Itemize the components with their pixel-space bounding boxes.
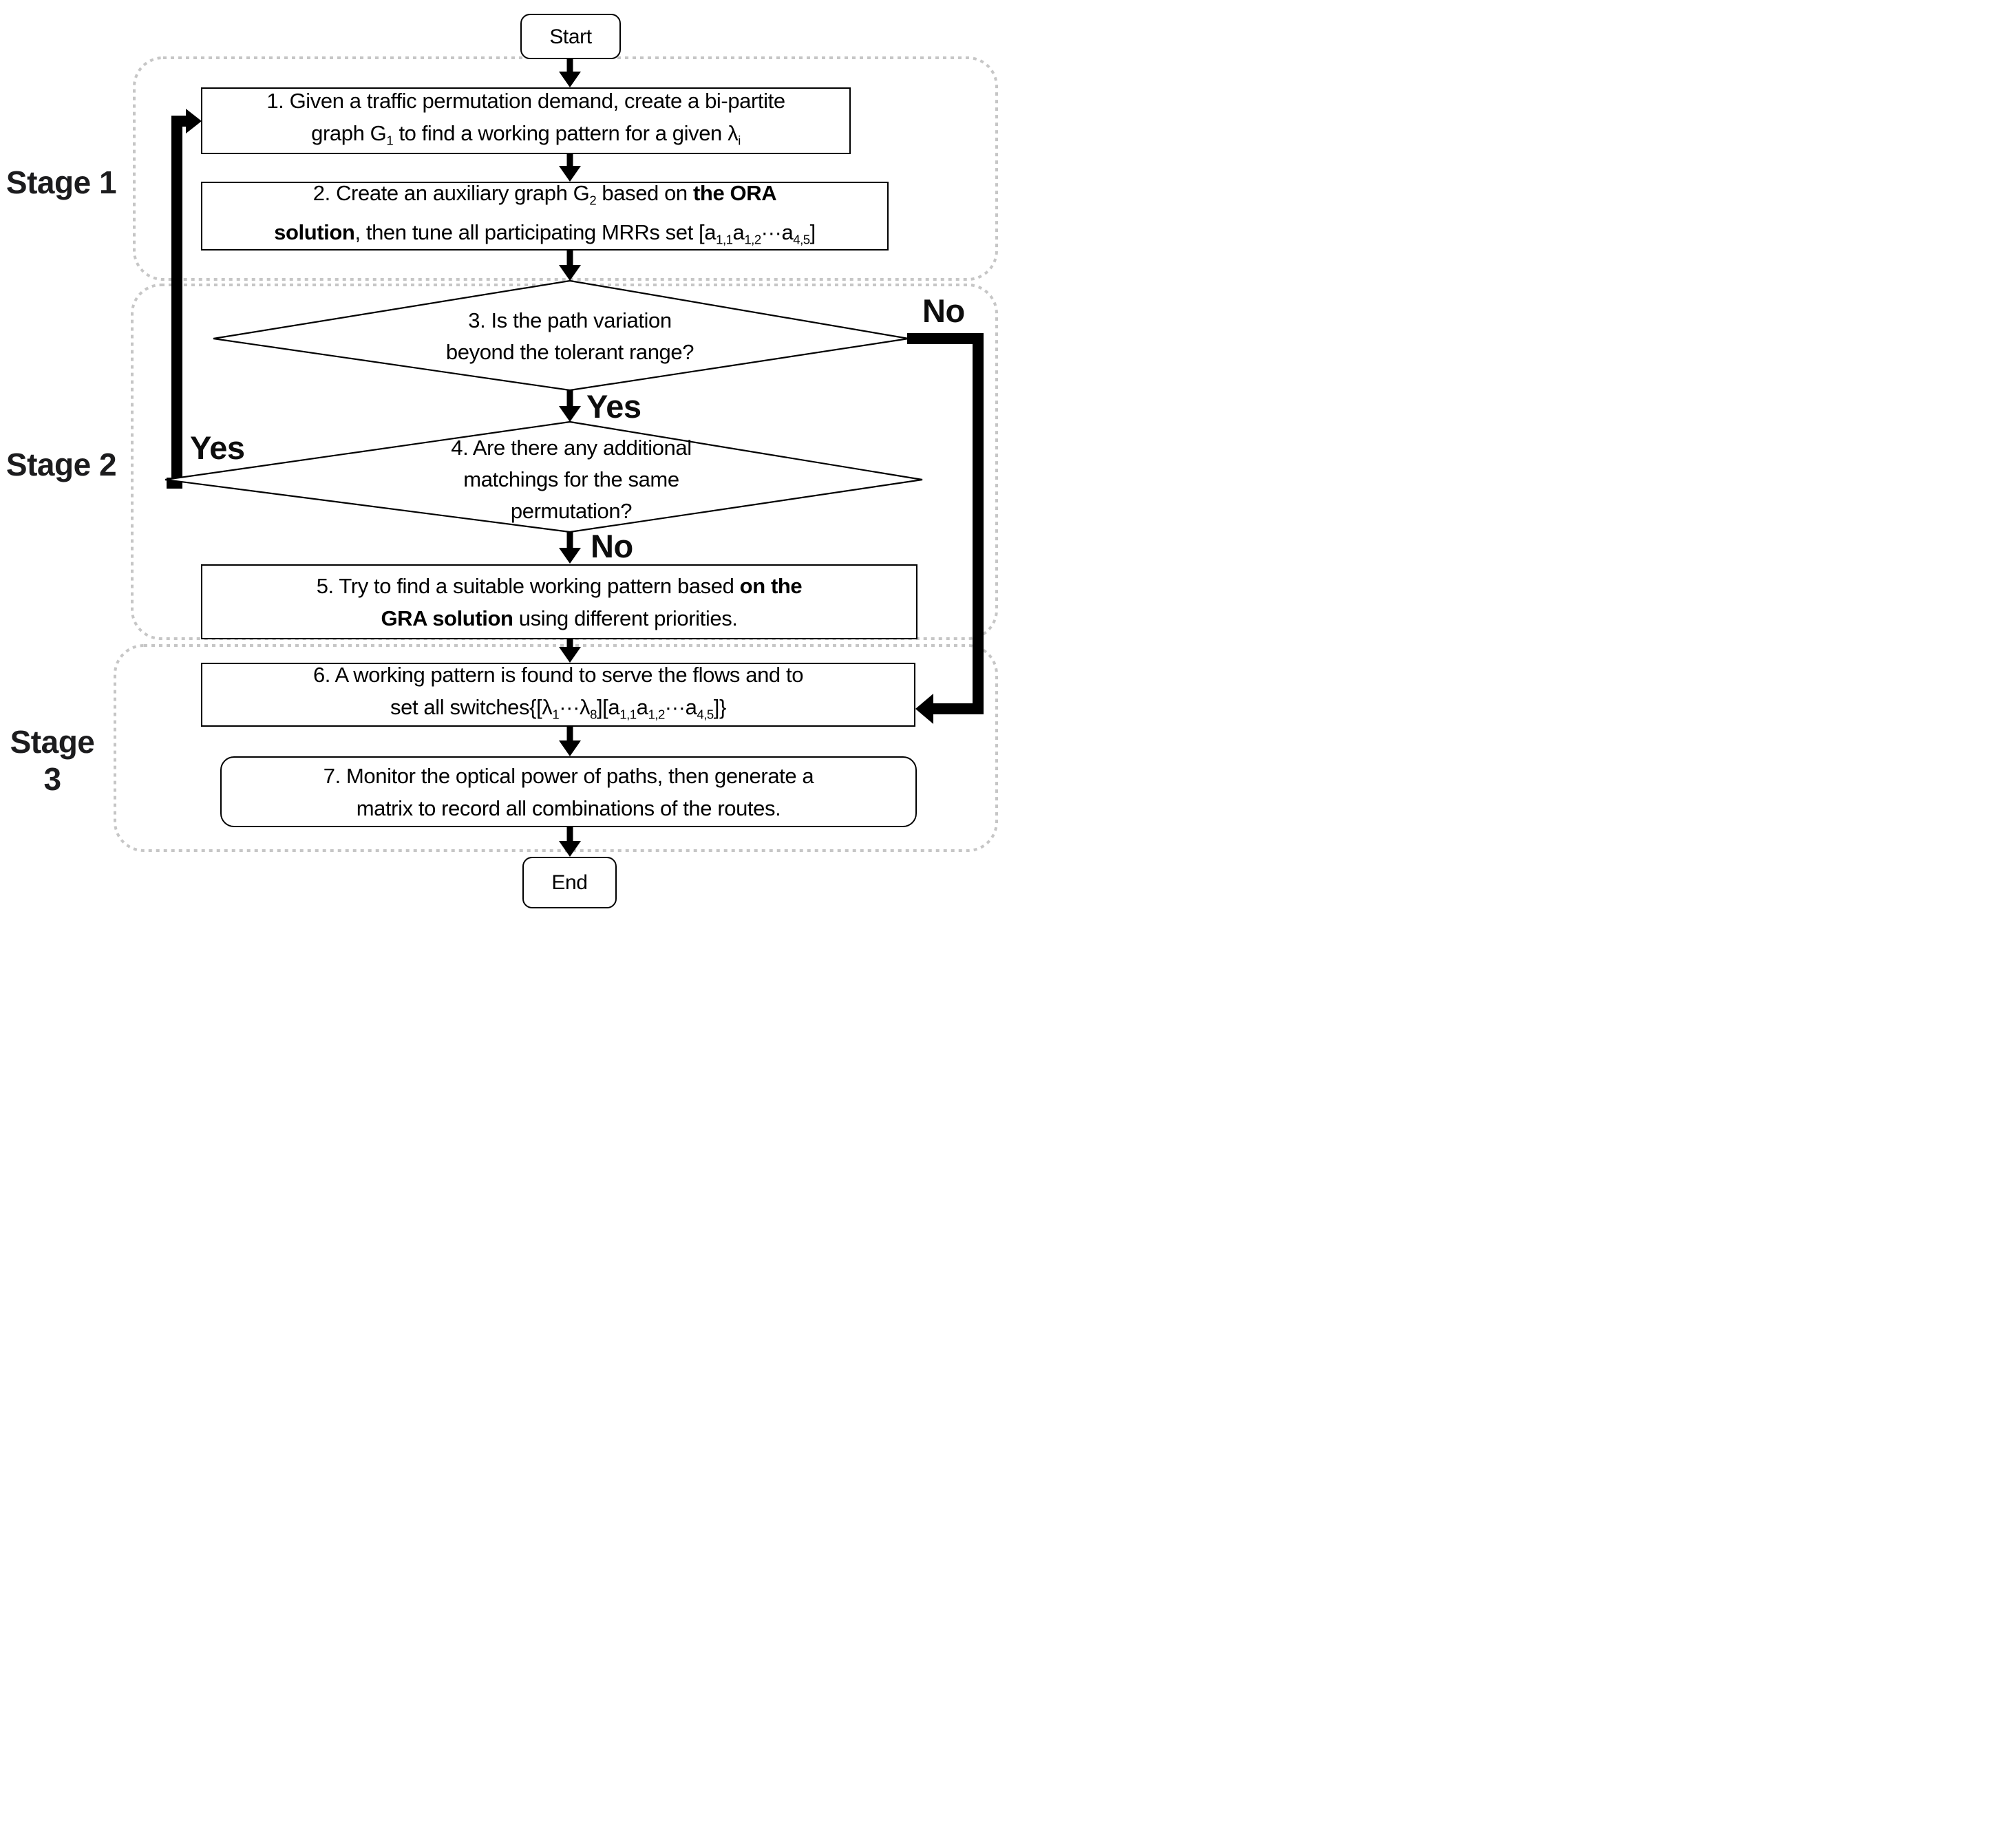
connector-layer (114, 56, 998, 857)
arrowhead-decision3-decision4 (559, 406, 581, 422)
end-label: End (551, 871, 588, 894)
step-1-line-2: graph G1 to find a working pattern for a… (311, 121, 741, 148)
no-label-decision3: No (922, 292, 965, 329)
arrowhead-step5-step6 (559, 647, 581, 663)
no-branch-connector (907, 333, 984, 714)
step-6-box: 6. A working pattern is found to serve t… (201, 663, 915, 727)
arrowhead-step1-step2 (559, 166, 581, 182)
yes-label-decision3: Yes (586, 388, 641, 425)
decision-3-line-2: beyond the tolerant range? (445, 340, 694, 364)
step-1-line-1: 1. Given a traffic permutation demand, c… (266, 89, 785, 114)
decision-4-line-1: 4. Are there any additional (451, 436, 692, 460)
stage-1-label: Stage 1 (6, 164, 117, 200)
decision-4-text: 4. Are there any additional matchings fo… (365, 432, 778, 527)
no-label-decision4: No (591, 528, 633, 564)
step-6-line-1: 6. A working pattern is found to serve t… (312, 663, 804, 687)
end-node: End (522, 857, 617, 908)
arrowhead-decision4-step5 (559, 548, 581, 564)
stage-3-boundary (114, 644, 998, 852)
step-2-box: 2. Create an auxiliary graph G2 based on… (201, 181, 889, 250)
arrowhead-step6-step7 (559, 740, 581, 756)
stage-2-label: Stage 2 (6, 447, 117, 482)
decision-3-text: 3. Is the path variation beyond the tole… (363, 305, 776, 368)
step-2-line-2: solution, then tune all participating MR… (274, 220, 816, 247)
step-5-line-1: 5. Try to find a suitable working patter… (316, 573, 803, 598)
arrowhead-step2-decision3 (559, 265, 581, 281)
decision-4-line-3: permutation? (510, 499, 633, 523)
yes-feedback-arrowhead (186, 109, 202, 134)
no-branch-arrowhead (915, 694, 933, 724)
step-7-box: 7. Monitor the optical power of paths, t… (220, 756, 917, 827)
decision-4-line-2: matchings for the same (463, 467, 679, 491)
step-1-box: 1. Given a traffic permutation demand, c… (201, 87, 851, 154)
yes-label-decision4: Yes (190, 429, 245, 466)
step-2-line-1: 2. Create an auxiliary graph G2 based on… (312, 180, 777, 208)
arrowhead-start-step1 (559, 72, 581, 87)
start-label: Start (549, 25, 592, 48)
decision-3-line-1: 3. Is the path variation (468, 308, 672, 332)
yes-feedback-connector (167, 116, 186, 489)
step-7-line-1: 7. Monitor the optical power of paths, t… (323, 763, 814, 788)
step-7-line-2: matrix to record all combinations of the… (356, 796, 781, 820)
arrowhead-step7-end (559, 841, 581, 857)
step-5-box: 5. Try to find a suitable working patter… (201, 564, 917, 639)
step-5-line-2: GRA solution using different priorities. (381, 606, 738, 630)
flowchart-canvas: Stage 1 Stage 2 Stage 3 Start End 1. Giv… (0, 0, 1008, 911)
stage-3-label: Stage 3 (10, 724, 95, 797)
step-6-line-2: set all switches{[λ1···λ8][a1,1a1,2···a4… (390, 695, 726, 722)
start-node: Start (520, 14, 621, 59)
